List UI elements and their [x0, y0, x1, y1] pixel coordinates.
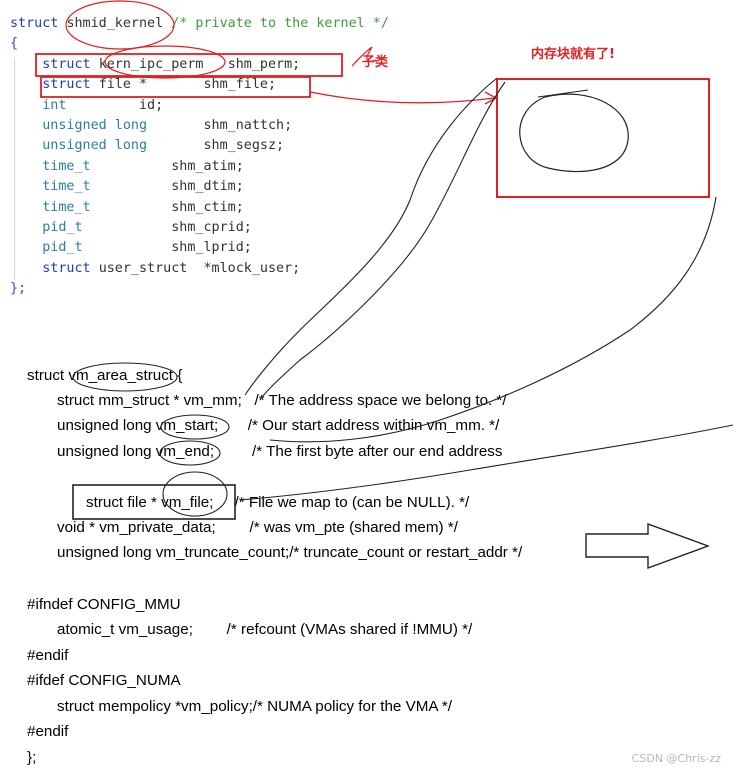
code-line: #ifdef CONFIG_NUMA [27, 672, 181, 689]
code-line: #endif [27, 647, 69, 664]
field-type: pid_t [42, 240, 83, 256]
keyword: struct [42, 77, 91, 93]
field-type: time_t [42, 199, 91, 215]
code-line: struct vm_area_struct { [27, 367, 183, 384]
field-type: unsigned long [42, 138, 148, 154]
field-type: time_t [42, 158, 91, 174]
watermark: CSDN @Chris-zz [631, 752, 721, 765]
annotation-memory-block: 内存块就有了! [531, 47, 615, 62]
field-type: int [42, 97, 67, 113]
struct-name: shmid_kernel [66, 16, 164, 31]
field-name: id; [139, 97, 164, 113]
field-name: shm_perm; [227, 56, 301, 72]
field-name: shm_ctim; [171, 199, 244, 215]
indent-guide [14, 58, 15, 280]
code-line: unsigned long vm_truncate_count;/* trunc… [57, 544, 523, 561]
field-name: shm_atim; [171, 158, 244, 174]
field-name: shm_nattch; [203, 118, 293, 134]
field-type: pid_t [42, 220, 83, 236]
field-name: shm_file; [203, 77, 277, 93]
keyword: struct [10, 16, 59, 31]
annotation-subclass: 子类 [362, 55, 389, 70]
memory-circle-icon [519, 93, 629, 173]
code-line: struct mm_struct * vm_mm; /* The address… [57, 392, 507, 409]
code-line: #endif [27, 723, 69, 740]
keyword: struct [42, 56, 91, 72]
code-line: struct file * vm_file; /* File we map to… [86, 494, 470, 511]
comment: /* private to the kernel */ [171, 16, 389, 31]
close-brace: }; [10, 281, 27, 297]
memory-block-box [496, 78, 710, 198]
field-type: time_t [42, 179, 91, 195]
arrow-head-icon [484, 91, 498, 105]
code-line: unsigned long vm_end; /* The first byte … [57, 443, 503, 460]
code-line: #ifndef CONFIG_MMU [27, 596, 181, 613]
right-arrow-icon [585, 522, 711, 570]
code-line: struct mempolicy *vm_policy;/* NUMA poli… [57, 698, 452, 715]
field-type: unsigned long [42, 118, 148, 134]
field-type: kern_ipc_perm [98, 56, 204, 72]
field-name: shm_dtim; [171, 179, 244, 195]
field-type: file * [98, 77, 148, 93]
code-line: }; [27, 749, 37, 766]
code-line: atomic_t vm_usage; /* refcount (VMAs sha… [57, 621, 473, 638]
field-name: *mlock_user; [203, 260, 301, 276]
field-type: user_struct [98, 260, 188, 276]
field-name: shm_segsz; [203, 138, 285, 154]
code-line: unsigned long vm_start; /* Our start add… [57, 417, 500, 434]
shmid-kernel-code: struct shmid_kernel /* private to the ke… [10, 14, 389, 300]
code-line: void * vm_private_data; /* was vm_pte (s… [57, 519, 458, 536]
field-name: shm_lprid; [171, 240, 252, 256]
open-brace: { [10, 36, 19, 52]
keyword: struct [42, 260, 91, 276]
pen-stroke [537, 89, 589, 98]
field-name: shm_cprid; [171, 220, 252, 236]
